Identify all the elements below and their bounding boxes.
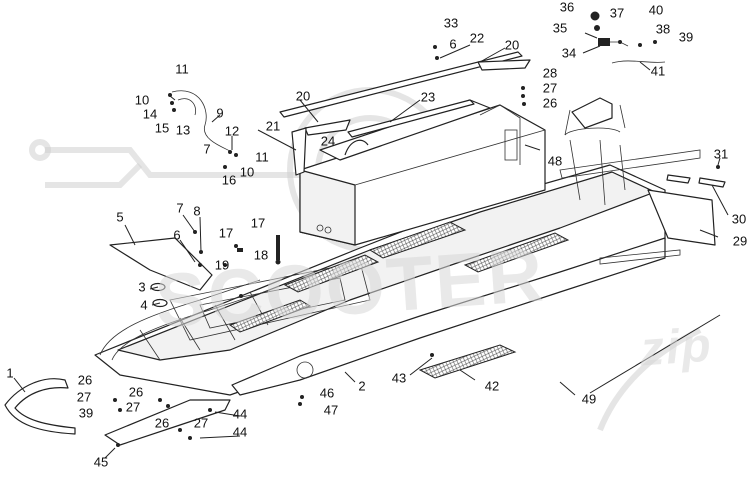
callout-22: 22 bbox=[469, 30, 485, 46]
callout-28: 28 bbox=[542, 65, 558, 81]
callout-45: 45 bbox=[93, 454, 109, 470]
callout-2: 2 bbox=[358, 378, 366, 394]
callout-10-b: 10 bbox=[239, 164, 255, 180]
callout-6-a: 6 bbox=[449, 36, 457, 52]
callout-17-b: 17 bbox=[218, 225, 234, 241]
callout-29: 29 bbox=[732, 233, 748, 249]
sled-body bbox=[94, 127, 701, 396]
callout-26-a: 26 bbox=[542, 95, 558, 111]
callout-49: 49 bbox=[581, 391, 597, 407]
callout-27-a: 27 bbox=[542, 80, 558, 96]
callout-31: 31 bbox=[713, 146, 729, 162]
callout-11-b: 11 bbox=[255, 149, 269, 165]
callout-26-c: 26 bbox=[128, 384, 144, 400]
callout-43: 43 bbox=[391, 370, 407, 386]
rear-mudflap bbox=[647, 174, 726, 246]
callout-39-a: 39 bbox=[678, 29, 694, 45]
callout-23: 23 bbox=[420, 89, 436, 105]
callout-36: 36 bbox=[559, 0, 575, 15]
callout-27-d: 27 bbox=[193, 415, 209, 431]
callout-1: 1 bbox=[6, 365, 14, 381]
callout-14: 14 bbox=[142, 106, 158, 122]
hardware-bolts bbox=[113, 11, 720, 447]
callout-27-b: 27 bbox=[76, 389, 92, 405]
callout-12: 12 bbox=[224, 123, 240, 139]
rear-handle bbox=[564, 97, 626, 136]
callout-7-a: 7 bbox=[203, 141, 211, 157]
callout-19: 19 bbox=[214, 257, 230, 273]
callout-44-b: 44 bbox=[232, 424, 248, 440]
callout-38: 38 bbox=[655, 21, 671, 37]
floor-grates bbox=[228, 221, 570, 379]
callout-30: 30 bbox=[731, 211, 747, 227]
callout-13: 13 bbox=[175, 122, 191, 138]
callout-18: 18 bbox=[253, 247, 269, 263]
callout-34: 34 bbox=[561, 45, 577, 61]
callout-26-d: 26 bbox=[154, 415, 170, 431]
storage-box bbox=[299, 99, 546, 246]
callout-35: 35 bbox=[552, 20, 568, 36]
callout-39-b: 39 bbox=[78, 405, 94, 421]
leader-lines bbox=[13, 32, 729, 459]
side-panel-left bbox=[109, 237, 213, 291]
callout-40: 40 bbox=[648, 2, 664, 18]
watermark-brand-sub: zip bbox=[638, 318, 715, 377]
callout-46: 46 bbox=[319, 385, 335, 401]
callout-4: 4 bbox=[140, 297, 148, 313]
callout-27-c: 27 bbox=[125, 399, 141, 415]
callout-41: 41 bbox=[650, 63, 666, 79]
callout-3: 3 bbox=[138, 279, 146, 295]
callout-24: 24 bbox=[320, 133, 336, 149]
callout-42: 42 bbox=[484, 378, 500, 394]
callout-16: 16 bbox=[221, 172, 237, 188]
callout-9: 9 bbox=[216, 105, 224, 121]
callout-8: 8 bbox=[193, 203, 201, 219]
callout-44-a: 44 bbox=[232, 406, 248, 422]
callout-7-b: 7 bbox=[176, 200, 184, 216]
callout-37: 37 bbox=[609, 5, 625, 21]
callout-6-b: 6 bbox=[173, 227, 181, 243]
callout-33: 33 bbox=[443, 15, 459, 31]
callout-20-a: 20 bbox=[504, 37, 520, 53]
callout-17-a: 17 bbox=[250, 215, 266, 231]
callout-5: 5 bbox=[116, 209, 124, 225]
callout-47: 47 bbox=[323, 402, 339, 418]
callout-20-b: 20 bbox=[295, 88, 311, 104]
top-slats bbox=[279, 51, 531, 176]
callout-15: 15 bbox=[154, 120, 170, 136]
callout-10-a: 10 bbox=[134, 92, 150, 108]
callout-48: 48 bbox=[547, 153, 563, 169]
callout-26-b: 26 bbox=[77, 372, 93, 388]
callout-11-a: 11 bbox=[175, 61, 189, 77]
callout-21: 21 bbox=[265, 118, 281, 134]
